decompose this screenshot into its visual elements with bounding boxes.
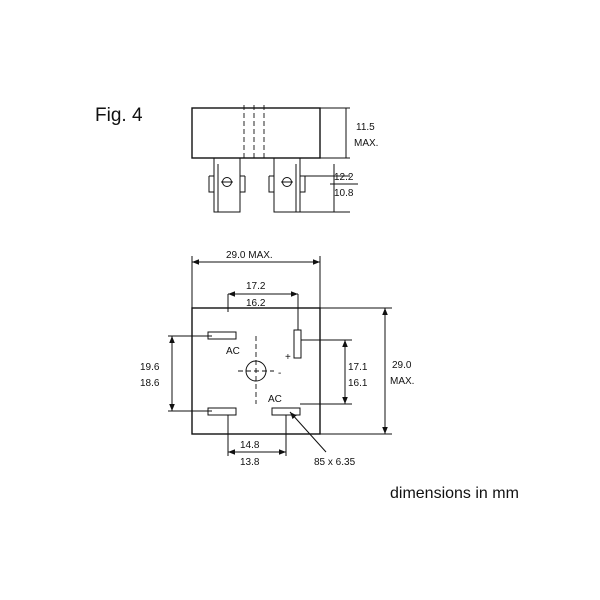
left-span-max: 19.6 (140, 362, 160, 373)
top-view: 29.0 MAX. 17.2 16.2 AC AC + - 19.6 18.6 (140, 250, 414, 468)
side-terminal-right (268, 158, 306, 213)
overall-width-label: 29.0 MAX. (226, 250, 273, 261)
ac-label-lower: AC (268, 394, 282, 405)
bottom-span-max: 14.8 (240, 440, 260, 451)
terminal-size-leader (289, 411, 327, 453)
left-span-min: 18.6 (140, 378, 160, 389)
minus-sign: - (278, 368, 281, 379)
right-span-min: 16.1 (348, 378, 368, 389)
lead-length-min: 10.8 (334, 188, 354, 199)
units-caption: dimensions in mm (390, 485, 519, 502)
overall-height-max-value: 29.0 (392, 360, 412, 371)
overall-height-max-suffix: MAX. (390, 376, 414, 387)
component-body-side (191, 107, 321, 159)
ac-label-upper: AC (226, 346, 240, 357)
body-height-max-suffix: MAX. (354, 138, 378, 149)
side-view: 11.5 MAX. 12.2 10.8 (191, 105, 378, 213)
plus-sign: + (285, 352, 291, 363)
inner-span-max: 17.2 (246, 281, 266, 292)
inner-span-min: 16.2 (246, 298, 266, 309)
terminal-plus (293, 329, 302, 359)
right-span-max: 17.1 (348, 362, 368, 373)
lead-length-max: 12.2 (334, 172, 354, 183)
terminal-minus (207, 407, 237, 416)
body-height-max-value: 11.5 (356, 122, 375, 133)
figure-label: Fig. 4 (95, 105, 143, 126)
bottom-span-min: 13.8 (240, 457, 260, 468)
side-terminal-left (208, 158, 246, 213)
component-body-top (191, 307, 321, 435)
terminal-ac-upper (207, 331, 237, 340)
terminal-ac-lower (271, 407, 301, 416)
terminal-size-label: 85 x 6.35 (314, 457, 356, 468)
